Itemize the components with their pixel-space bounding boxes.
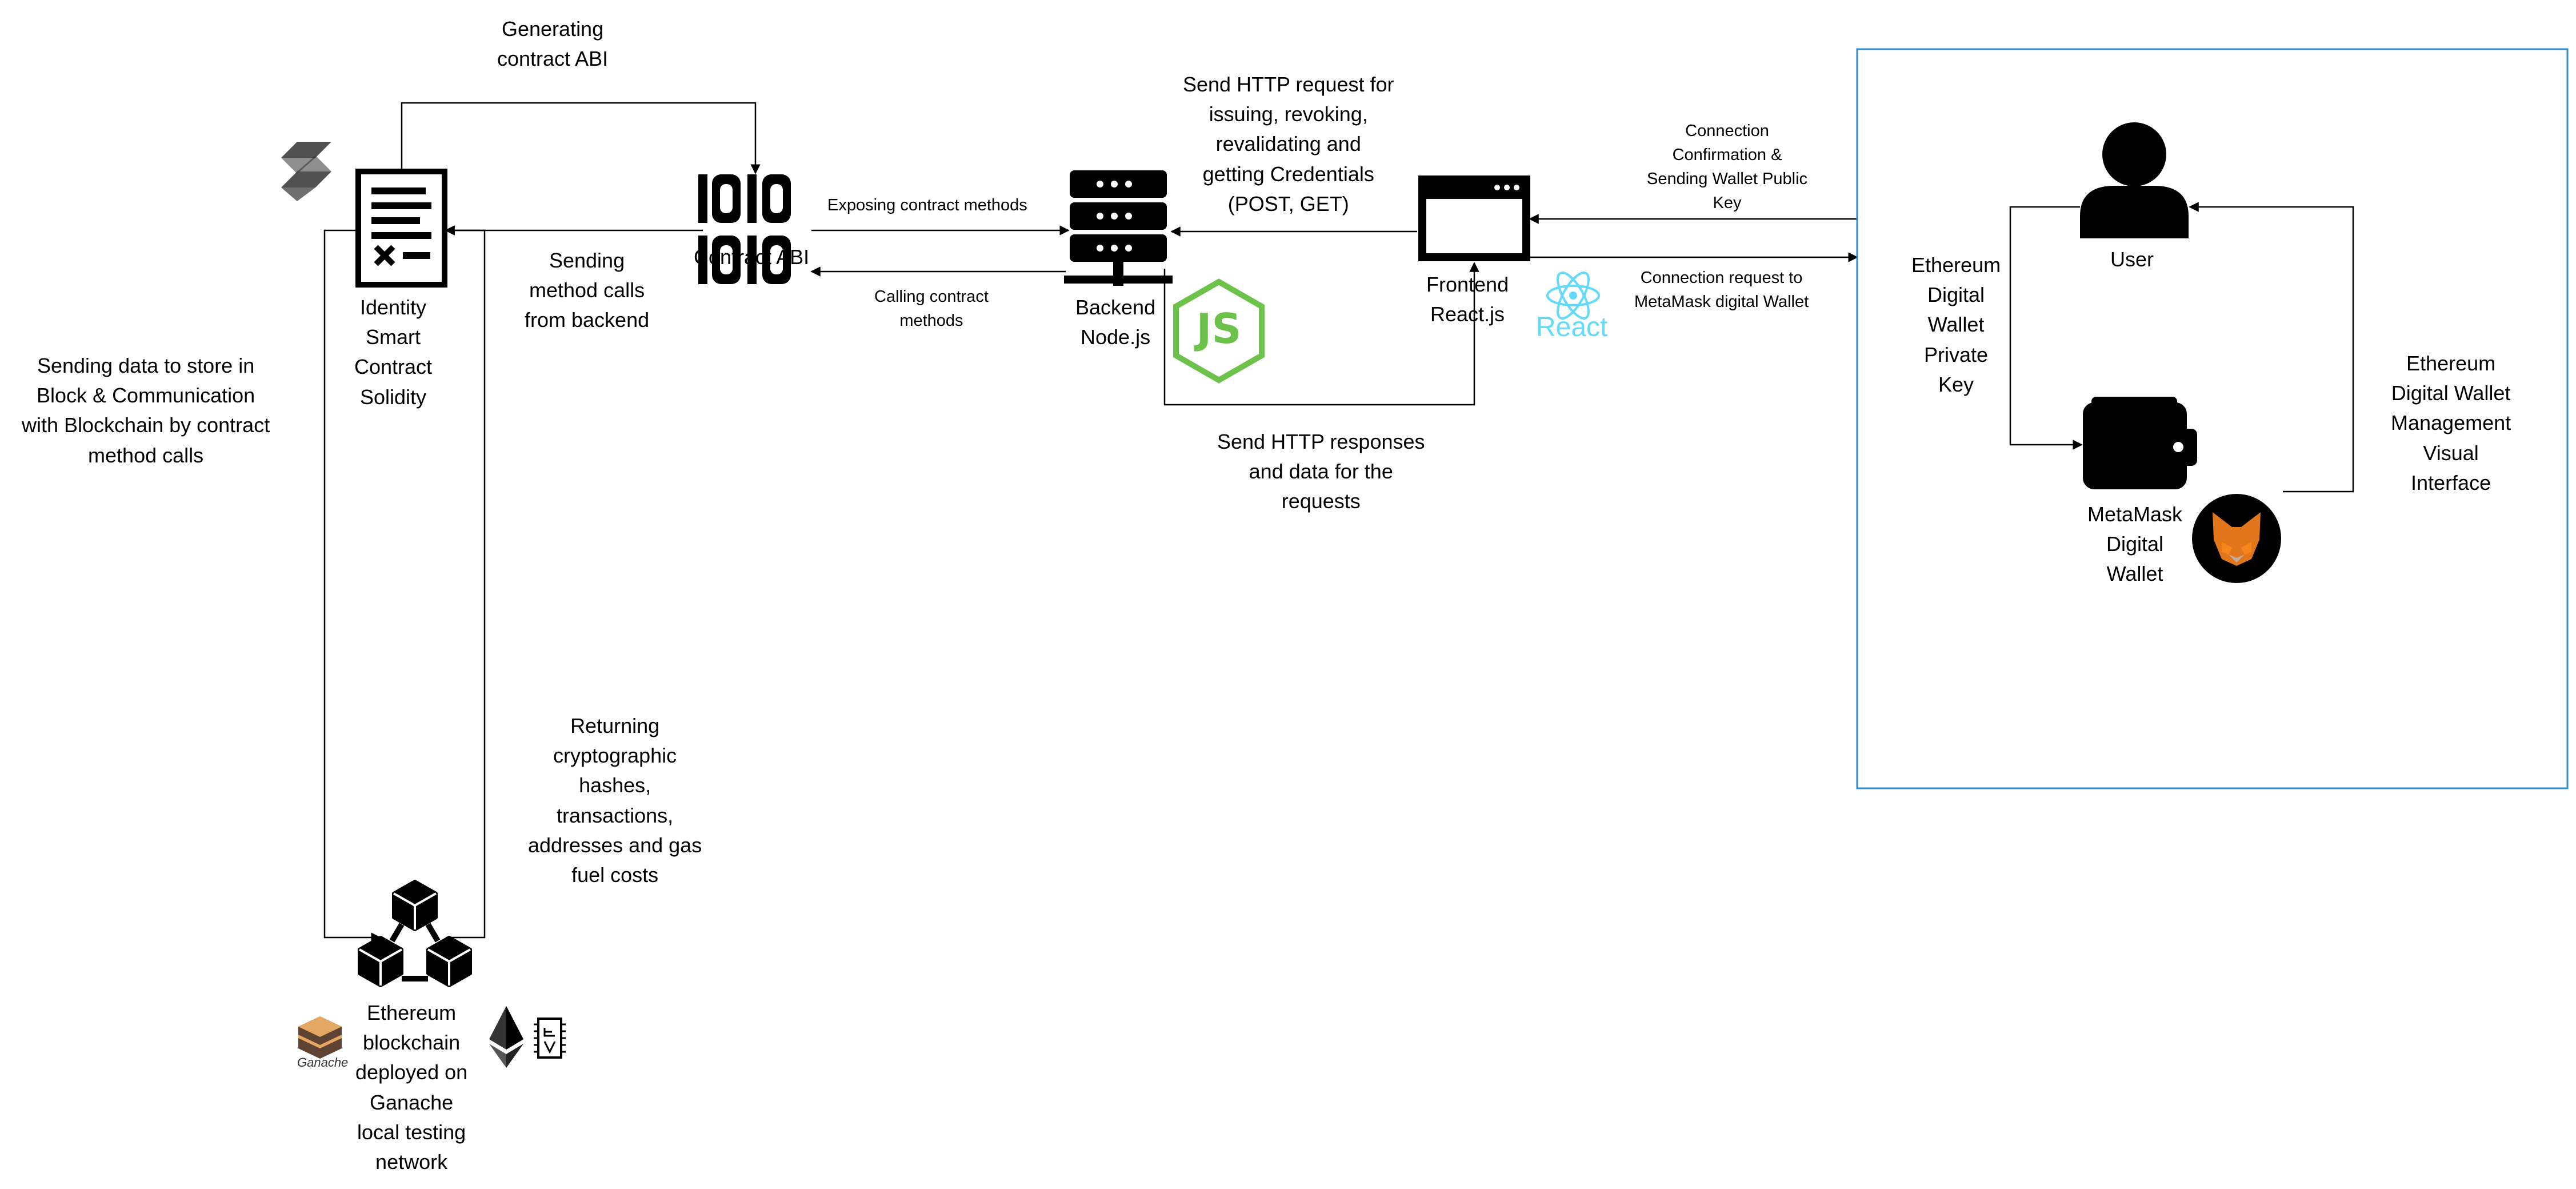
ganache-logo — [298, 1016, 342, 1059]
user-icon — [2080, 122, 2189, 238]
nodejs-logo: JS — [1173, 278, 1265, 384]
binary-icon — [698, 174, 791, 284]
ethereum-logo — [489, 1006, 523, 1068]
metamask-user-frame — [1856, 48, 2569, 789]
exposing-methods-label: Exposing contract methods — [827, 196, 1027, 214]
edge-http-response — [1163, 262, 1479, 406]
react-logo-text: React — [1536, 312, 1608, 342]
edge-returning-hashes — [445, 225, 486, 939]
edge-generating-abi — [401, 102, 761, 174]
edge-private-key — [2009, 206, 2083, 450]
nodejs-logo-text: JS — [1194, 305, 1242, 353]
abi-label: Contract ABI — [694, 245, 810, 269]
edge-sending-data — [323, 229, 381, 943]
wallet-icon — [2083, 397, 2197, 489]
metamask-fox-logo — [2192, 494, 2281, 583]
blockchain-cubes-icon — [358, 880, 472, 987]
solidity-logo — [281, 142, 331, 201]
user-label: User — [2110, 248, 2154, 271]
server-icon — [1064, 170, 1173, 286]
react-logo — [1546, 272, 1600, 320]
edge-management-interface — [2189, 202, 2354, 493]
ganache-logo-text: Ganache — [297, 1055, 349, 1070]
evm-chip-icon — [534, 1018, 566, 1059]
browser-window-icon — [1418, 175, 1530, 261]
contract-document-icon — [355, 169, 447, 288]
